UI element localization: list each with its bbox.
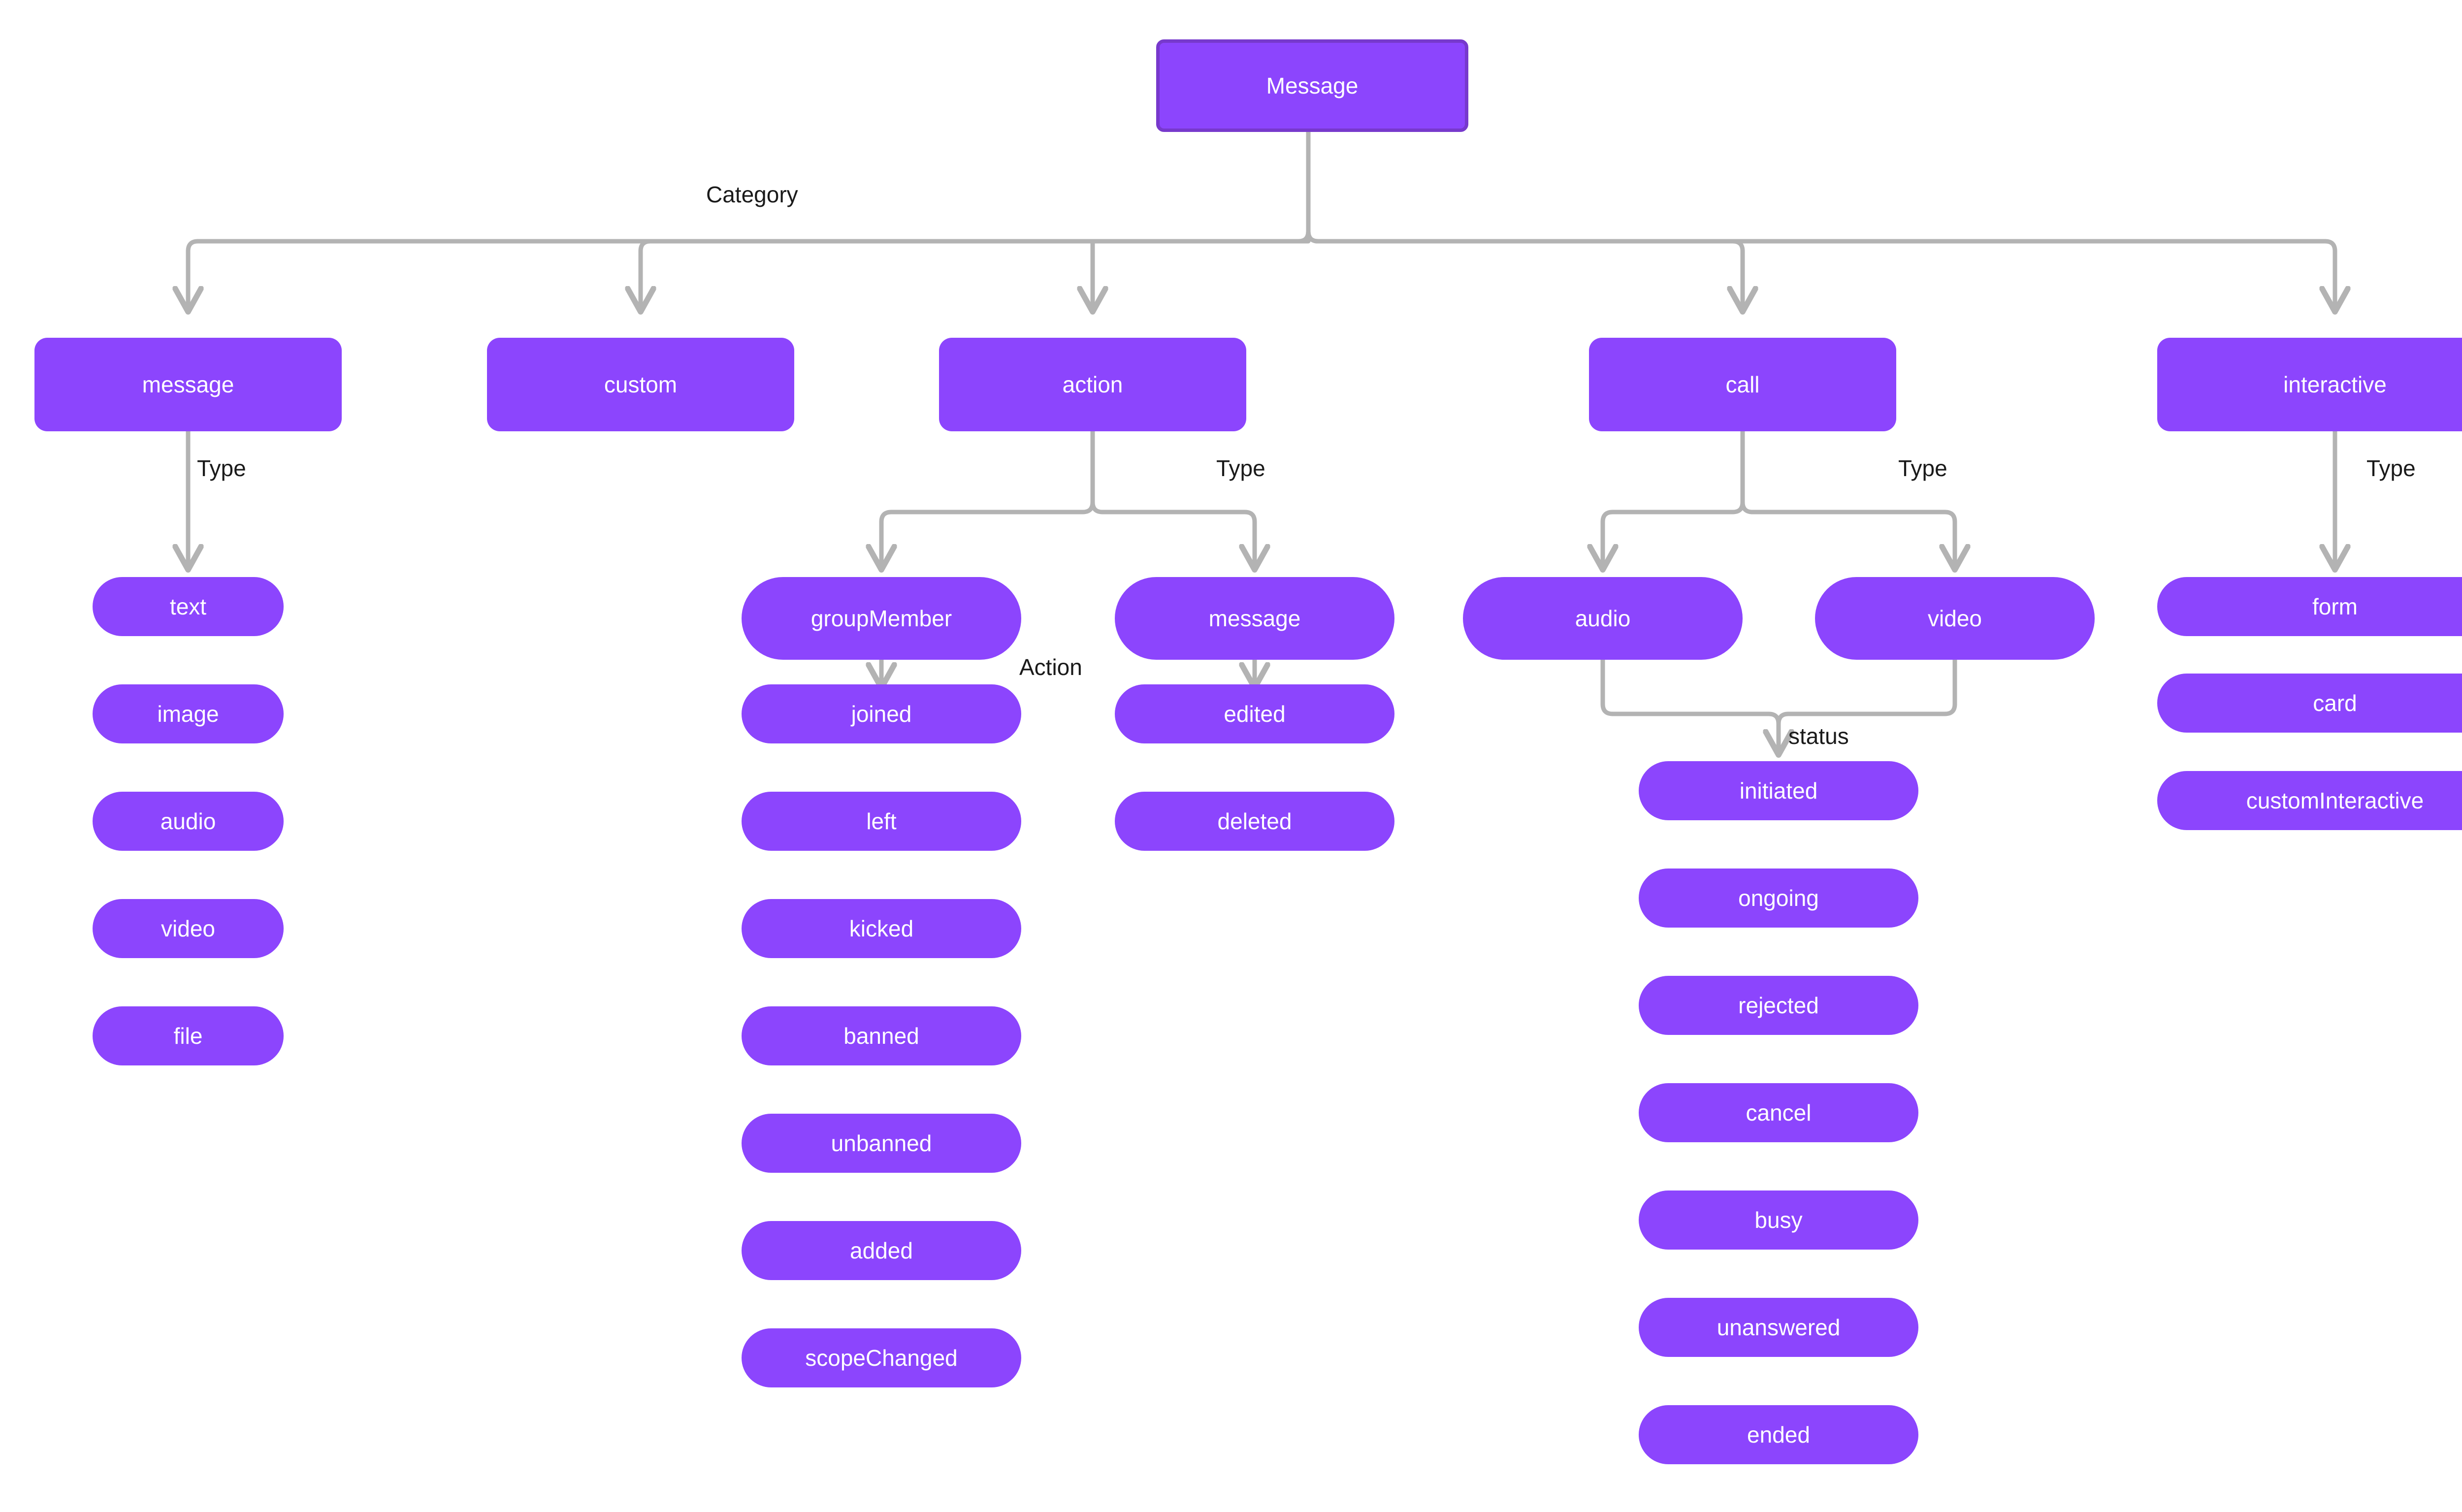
edge-call-to-video	[1740, 429, 1955, 567]
node-category-interactive[interactable]: interactive	[2157, 338, 2462, 431]
node-label: file	[173, 1023, 203, 1049]
node-label: audio	[1575, 605, 1631, 631]
node-groupmember-action-unbanned[interactable]: unbanned	[742, 1114, 1021, 1173]
node-label: kicked	[849, 915, 914, 941]
node-groupmember-action-left[interactable]: left	[742, 792, 1021, 851]
node-label: image	[157, 701, 219, 727]
node-call-status-unanswered[interactable]: unanswered	[1639, 1298, 1918, 1357]
edge-root-to-action	[1093, 229, 1311, 309]
edge-audio-to-initiated	[1600, 657, 1779, 752]
node-category-action[interactable]: action	[939, 338, 1246, 431]
node-label: call	[1725, 371, 1760, 397]
node-category-call[interactable]: call	[1589, 338, 1896, 431]
node-label: custom	[604, 371, 678, 397]
node-groupmember-action-scopechanged[interactable]: scopeChanged	[742, 1328, 1021, 1387]
node-label: ongoing	[1738, 885, 1819, 911]
edge-root-to-message	[188, 229, 1311, 309]
node-label: cancel	[1746, 1099, 1812, 1126]
node-label: banned	[843, 1023, 919, 1049]
node-groupmember-action-kicked[interactable]: kicked	[742, 899, 1021, 958]
node-label: card	[2313, 690, 2357, 716]
node-groupmember-action-added[interactable]: added	[742, 1221, 1021, 1280]
edge-label-type-interactive: Type	[2366, 455, 2416, 481]
node-label: customInteractive	[2246, 787, 2424, 813]
node-action-type-groupmember[interactable]: groupMember	[742, 577, 1021, 660]
node-message-action-deleted[interactable]: deleted	[1115, 792, 1394, 851]
node-label: initiated	[1739, 777, 1818, 804]
node-message-action-edited[interactable]: edited	[1115, 684, 1394, 743]
edge-root-to-custom	[641, 229, 1311, 309]
node-label: joined	[851, 701, 912, 727]
node-action-type-message[interactable]: message	[1115, 577, 1394, 660]
node-label: Message	[1266, 72, 1359, 98]
node-label: text	[169, 593, 207, 619]
node-call-status-busy[interactable]: busy	[1639, 1190, 1918, 1250]
node-interactive-type-card[interactable]: card	[2157, 674, 2462, 733]
node-label: interactive	[2283, 371, 2387, 397]
node-call-type-video[interactable]: video	[1815, 577, 2095, 660]
node-label: form	[2312, 593, 2358, 619]
edge-label-category: Category	[706, 182, 798, 207]
edge-label-action: Action	[1019, 654, 1082, 680]
node-call-status-ongoing[interactable]: ongoing	[1639, 869, 1918, 928]
node-interactive-type-custominteractive[interactable]: customInteractive	[2157, 771, 2462, 830]
node-label: message	[1208, 605, 1301, 631]
node-label: left	[866, 808, 897, 834]
node-call-status-cancel[interactable]: cancel	[1639, 1083, 1918, 1142]
node-call-status-initiated[interactable]: initiated	[1639, 761, 1918, 820]
node-label: unbanned	[831, 1130, 932, 1156]
edge-label-status: status	[1788, 723, 1849, 749]
node-groupmember-action-banned[interactable]: banned	[742, 1006, 1021, 1065]
node-label: video	[1928, 605, 1982, 631]
edge-root-to-call	[1306, 229, 1743, 309]
node-label: unanswered	[1717, 1314, 1841, 1340]
edge-call-to-audio	[1603, 429, 1745, 567]
node-label: video	[161, 915, 215, 941]
node-label: busy	[1754, 1207, 1803, 1233]
node-label: deleted	[1217, 808, 1292, 834]
node-call-status-ended[interactable]: ended	[1639, 1405, 1918, 1464]
edge-action-to-messagetype	[1090, 429, 1255, 567]
node-label: rejected	[1738, 992, 1819, 1018]
node-category-message[interactable]: message	[34, 338, 342, 431]
node-call-status-rejected[interactable]: rejected	[1639, 976, 1918, 1035]
node-message-type-image[interactable]: image	[93, 684, 284, 743]
edge-label-type-call: Type	[1898, 455, 1947, 481]
node-label: scopeChanged	[805, 1345, 958, 1371]
node-label: audio	[160, 808, 216, 834]
node-message-type-video[interactable]: video	[93, 899, 284, 958]
edge-label-type-message: Type	[197, 455, 246, 481]
node-root-message[interactable]: Message	[1156, 39, 1468, 132]
node-category-custom[interactable]: custom	[487, 338, 794, 431]
node-message-type-audio[interactable]: audio	[93, 792, 284, 851]
node-label: added	[850, 1237, 913, 1263]
node-label: action	[1062, 371, 1123, 397]
node-label: edited	[1224, 701, 1286, 727]
node-call-type-audio[interactable]: audio	[1463, 577, 1743, 660]
edge-action-to-groupmember	[881, 429, 1095, 567]
edge-label-type-action: Type	[1216, 455, 1265, 481]
node-groupmember-action-joined[interactable]: joined	[742, 684, 1021, 743]
node-label: ended	[1747, 1421, 1810, 1448]
node-interactive-type-form[interactable]: form	[2157, 577, 2462, 636]
node-label: message	[142, 371, 234, 397]
node-message-type-file[interactable]: file	[93, 1006, 284, 1065]
node-message-type-text[interactable]: text	[93, 577, 284, 636]
edge-root-to-interactive	[1306, 229, 2335, 309]
node-label: groupMember	[810, 605, 952, 631]
